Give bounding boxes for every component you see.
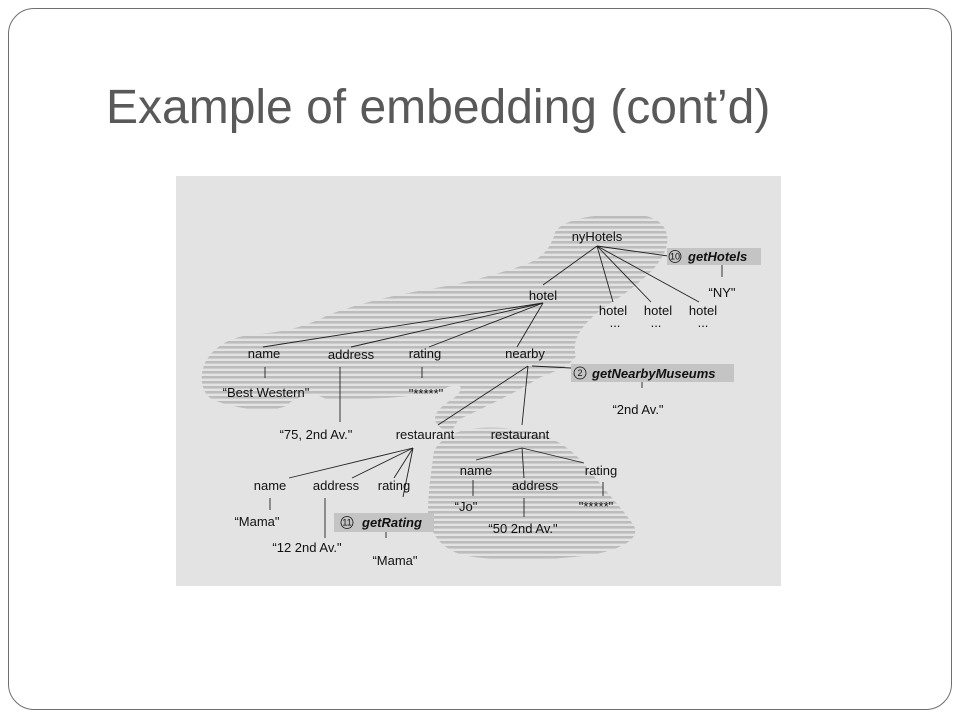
value-50-2nd-av: “50 2nd Av." (488, 521, 558, 536)
node-address: address (328, 347, 375, 362)
service-number: 2 (577, 368, 582, 378)
node-hotel-4: hotel (689, 303, 717, 318)
service-getRating[interactable]: 11 getRating (334, 513, 434, 532)
node-r2-address: address (512, 478, 559, 493)
hatched-region-restaurant (428, 427, 636, 560)
node-ellipsis-3: ... (651, 315, 662, 330)
node-r2-name: name (460, 463, 493, 478)
value-best-western: “Best Western" (223, 385, 310, 400)
embedding-tree-figure: 10 getHotels 2 getNearbyMuseums 11 getRa… (176, 176, 781, 586)
node-ellipsis-2: ... (610, 315, 621, 330)
node-r2-rating: rating (585, 463, 618, 478)
node-nyhotels: nyHotels (572, 229, 623, 244)
hatched-region-main (201, 214, 668, 433)
node-nearby: nearby (505, 346, 545, 361)
tree-node-labels: nyHotels hotel hotel hotel hotel ... ...… (223, 229, 736, 568)
value-jo: “Jo" (455, 499, 478, 514)
value-rating-stars: "*****" (409, 386, 444, 401)
value-getRating-arg: “Mama" (372, 553, 417, 568)
service-box (667, 248, 761, 265)
node-r1-rating: rating (378, 478, 411, 493)
slide-title: Example of embedding (cont’d) (106, 81, 771, 134)
node-hotel-3: hotel (644, 303, 672, 318)
value-mama: “Mama" (234, 514, 279, 529)
node-ellipsis-4: ... (698, 315, 709, 330)
service-label: getNearbyMuseums (591, 366, 716, 381)
value-getNearbyMuseums-arg: “2nd Av." (612, 402, 663, 417)
node-name: name (248, 346, 281, 361)
service-getHotels[interactable]: 10 getHotels (667, 248, 761, 265)
service-box (571, 364, 734, 382)
node-r1-name: name (254, 478, 287, 493)
node-r1-address: address (313, 478, 360, 493)
service-number-circle (340, 516, 354, 529)
service-number: 10 (670, 252, 680, 262)
value-12-2nd-av: “12 2nd Av." (272, 540, 342, 555)
service-label: getHotels (687, 249, 747, 264)
node-rating: rating (409, 346, 442, 361)
node-hotel-2: hotel (599, 303, 627, 318)
service-label: getRating (361, 515, 422, 530)
value-75-2nd-av: “75, 2nd Av." (280, 427, 353, 442)
service-number-circle (573, 366, 587, 380)
service-box (334, 513, 434, 532)
service-number-circle (668, 250, 682, 263)
node-restaurant-2: restaurant (491, 427, 550, 442)
tree-diagram: 10 getHotels 2 getNearbyMuseums 11 getRa… (176, 176, 781, 586)
service-getNearbyMuseums[interactable]: 2 getNearbyMuseums (571, 364, 734, 382)
tree-edges (262, 245, 723, 538)
value-getHotels-arg: “NY" (708, 285, 735, 300)
value-r2-rating-stars: "*****" (579, 499, 614, 514)
node-hotel: hotel (529, 288, 557, 303)
service-number: 11 (342, 518, 351, 528)
node-restaurant-1: restaurant (396, 427, 455, 442)
